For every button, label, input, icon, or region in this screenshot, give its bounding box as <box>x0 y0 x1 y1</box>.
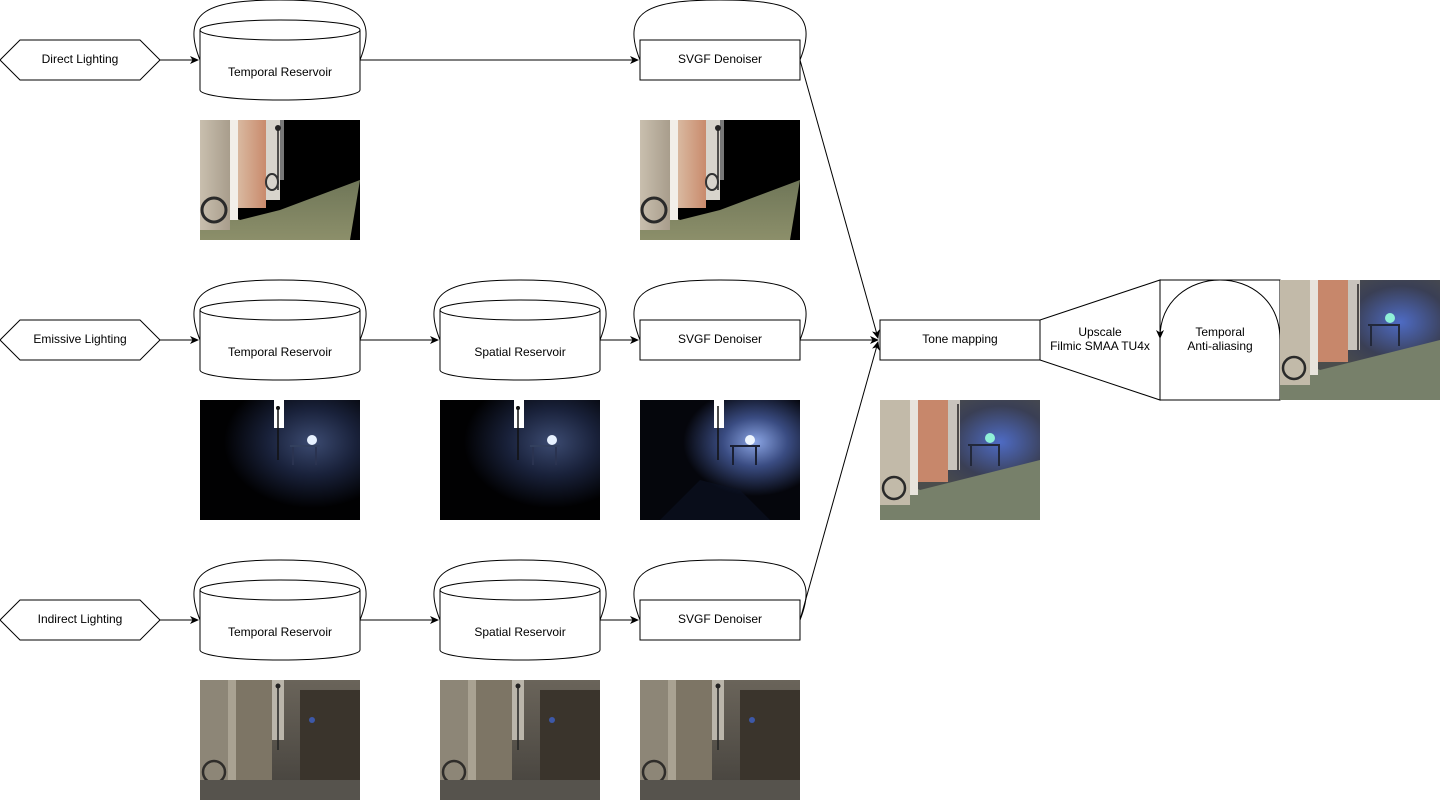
spatial-reservoir-emissive-label: Spatial Reservoir <box>474 345 565 359</box>
tone-mapped-preview <box>880 400 1040 520</box>
temporal-reservoir-indirect-label: Temporal Reservoir <box>228 625 332 639</box>
temporal-aa-label: Temporal <box>1195 325 1244 339</box>
emissive-lighting-label: Emissive Lighting <box>33 332 126 346</box>
svgf-direct-loop <box>633 0 807 61</box>
indirect-denoised-preview <box>640 680 800 800</box>
row-direct: Direct Lighting Temporal Reservoir SVGF … <box>0 0 807 240</box>
svgf-indirect-loop <box>633 559 807 621</box>
svgf-emissive-loop <box>633 279 807 341</box>
temporal-reservoir-direct-loop <box>193 0 367 61</box>
emissive-denoised-preview <box>640 400 800 520</box>
final-output-preview <box>1280 280 1440 400</box>
temporal-reservoir-indirect <box>199 579 361 661</box>
temporal-reservoir-emissive-label: Temporal Reservoir <box>228 345 332 359</box>
post-processing: Tone mapping Upscale Filmic SMAA TU4x Te… <box>799 59 1440 621</box>
temporal-reservoir-emissive <box>199 299 361 381</box>
temporal-aa-node <box>1159 279 1281 401</box>
temporal-aa-label-2: Anti-aliasing <box>1187 339 1252 353</box>
row-indirect: Indirect Lighting Temporal Reservoir Spa… <box>0 559 807 800</box>
spatial-reservoir-indirect <box>439 579 601 661</box>
temporal-reservoir-direct-label: Temporal Reservoir <box>228 65 332 79</box>
indirect-temporal-preview <box>200 680 360 800</box>
temporal-aa-loop <box>1156 279 1281 360</box>
row-emissive: Emissive Lighting Temporal Reservoir Spa… <box>0 279 807 520</box>
upscale-method-label: Filmic SMAA TU4x <box>1050 339 1150 353</box>
spatial-reservoir-emissive-loop <box>433 279 607 341</box>
tone-mapping-label: Tone mapping <box>922 332 997 346</box>
indirect-spatial-preview <box>440 680 600 800</box>
svgf-denoiser-direct <box>639 39 801 81</box>
spatial-reservoir-emissive <box>439 299 601 381</box>
temporal-reservoir-emissive-loop <box>193 279 367 341</box>
svgf-denoiser-indirect-label: SVGF Denoiser <box>678 612 762 626</box>
direct-denoised-preview <box>640 120 800 240</box>
direct-lighting-label: Direct Lighting <box>42 52 119 66</box>
emissive-temporal-preview <box>200 400 360 520</box>
indirect-lighting-label: Indirect Lighting <box>38 612 123 626</box>
emissive-spatial-preview <box>440 400 600 520</box>
svgf-denoiser-direct-label: SVGF Denoiser <box>678 52 762 66</box>
edge-indirect-tonemap <box>799 341 880 621</box>
edge-direct-tonemap <box>799 59 880 339</box>
spatial-reservoir-indirect-label: Spatial Reservoir <box>474 625 565 639</box>
svgf-denoiser-emissive <box>639 319 801 361</box>
temporal-reservoir-indirect-loop <box>193 559 367 621</box>
svgf-denoiser-indirect <box>639 599 801 641</box>
svgf-denoiser-emissive-label: SVGF Denoiser <box>678 332 762 346</box>
spatial-reservoir-indirect-loop <box>433 559 607 621</box>
upscale-label: Upscale <box>1078 325 1122 339</box>
temporal-reservoir-direct <box>199 19 361 101</box>
direct-temporal-preview <box>200 120 360 240</box>
